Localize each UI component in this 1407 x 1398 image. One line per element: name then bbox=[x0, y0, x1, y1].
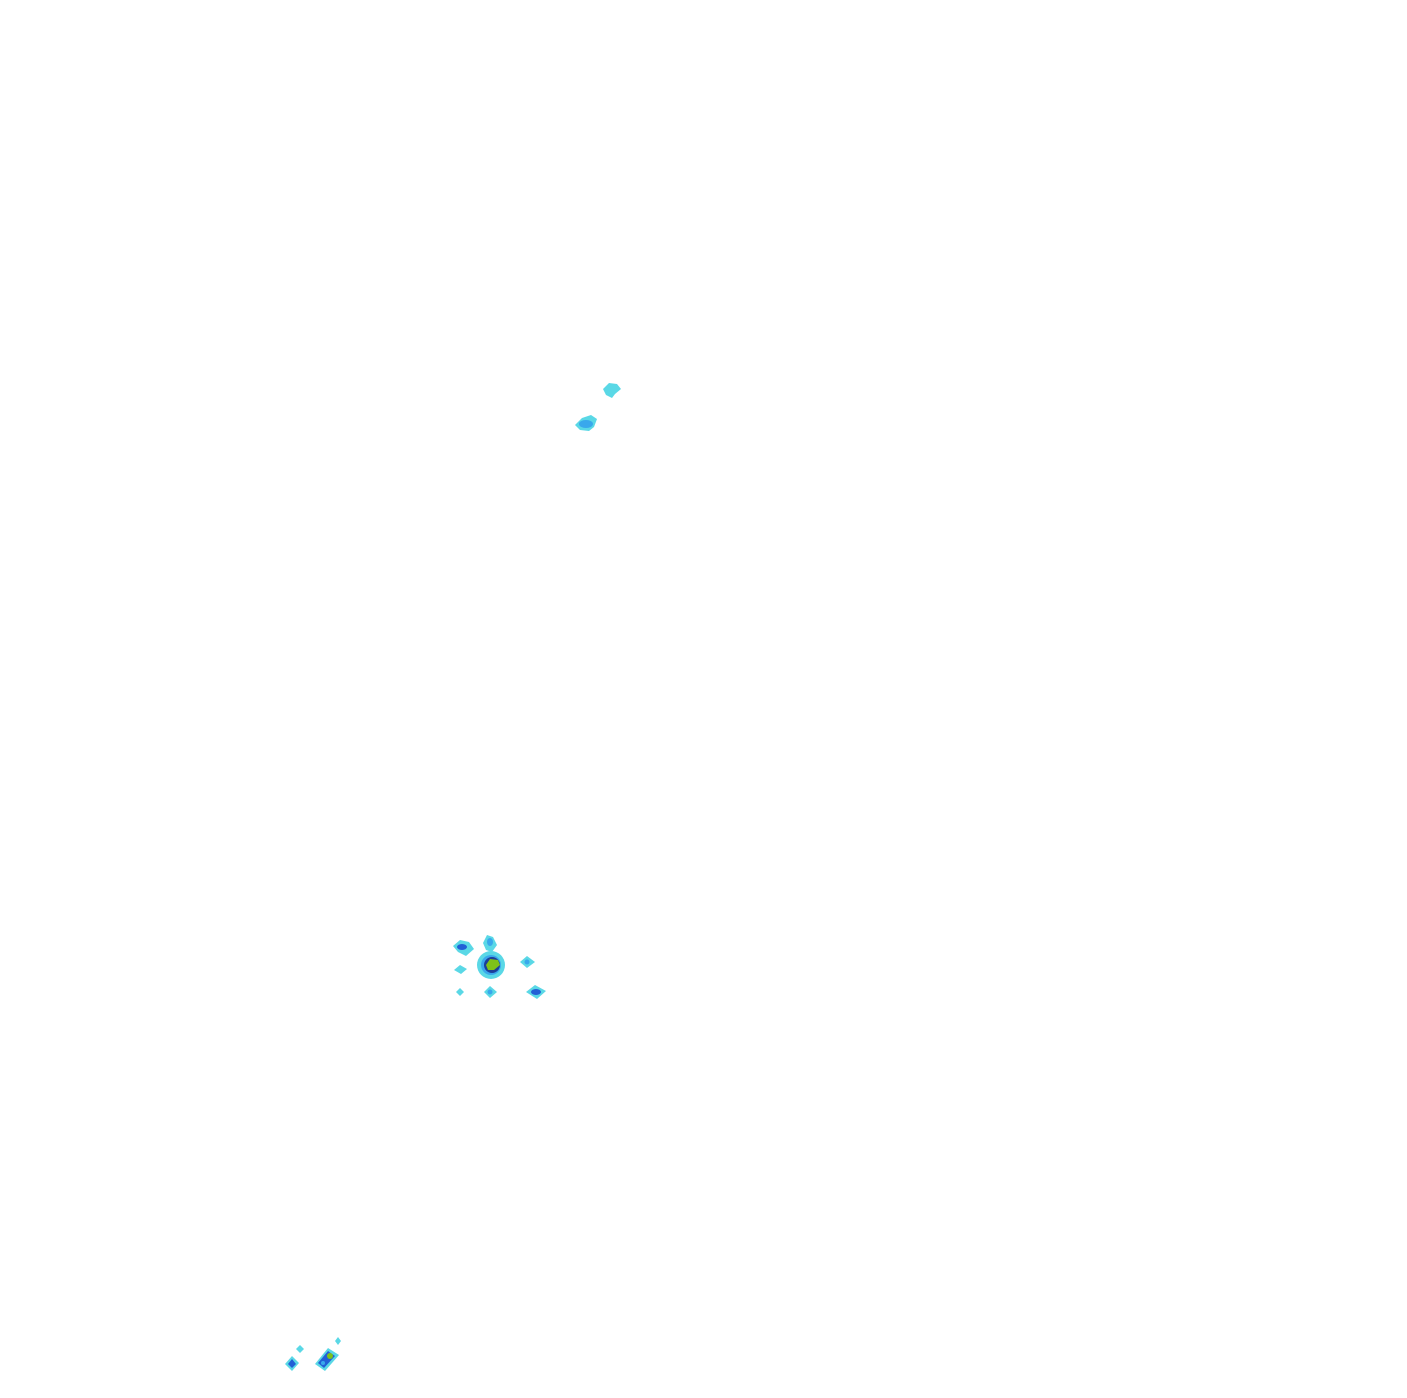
contour-blob-inner bbox=[579, 420, 593, 428]
contour-blob bbox=[335, 1337, 341, 1345]
contour-blob-inner bbox=[457, 944, 467, 950]
contour-blob bbox=[454, 965, 467, 974]
contour-cluster-upper bbox=[575, 383, 621, 431]
contour-blob bbox=[296, 1345, 304, 1353]
contour-blob-peak bbox=[327, 1353, 333, 1359]
contour-blob-inner bbox=[487, 938, 493, 946]
contour-blob-peak bbox=[486, 959, 500, 970]
contour-blob bbox=[456, 988, 464, 996]
contour-blob-inner bbox=[288, 1359, 296, 1368]
contour-blob-inner bbox=[321, 1361, 325, 1365]
contour-cluster-middle bbox=[453, 935, 546, 999]
contour-blob bbox=[603, 383, 621, 398]
contour-blob-inner bbox=[487, 989, 493, 995]
contour-blob-inner bbox=[524, 959, 530, 965]
contour-cluster-lower bbox=[285, 1337, 341, 1371]
contour-blob-inner bbox=[531, 989, 541, 995]
